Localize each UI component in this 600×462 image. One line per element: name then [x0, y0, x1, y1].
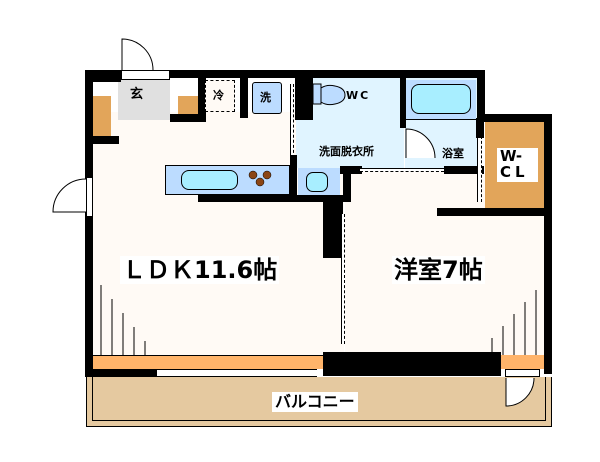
- closet-label-line1: W-: [497, 148, 538, 164]
- kitchen-sink: [181, 170, 238, 190]
- closet-door[interactable]: [477, 136, 482, 202]
- bathroom-door-swing[interactable]: [405, 128, 437, 160]
- window-sill-western: [501, 355, 544, 369]
- washroom-label: 洗面脱衣所: [319, 145, 374, 158]
- shoe-cabinet: [93, 96, 111, 136]
- closet-label-line2: CL: [497, 164, 538, 182]
- entrance-label: 玄: [130, 87, 144, 102]
- wall-bottom-left: [85, 369, 157, 377]
- wc-label: WC: [346, 89, 371, 102]
- wall-fridge-divider: [198, 78, 206, 122]
- entrance-door-swing[interactable]: [121, 38, 161, 72]
- sliding-door-western[interactable]: [360, 168, 444, 172]
- window-sill-ldk: [93, 355, 323, 369]
- wall-bottom-middle: [323, 352, 501, 376]
- wall-closet-bottom: [437, 208, 552, 216]
- balcony-inner-line: [92, 377, 546, 421]
- wall-kitchen-bottom: [198, 195, 348, 202]
- wall-top: [85, 70, 121, 82]
- side-door-frame: [86, 177, 93, 217]
- wall-washroom-bottom: [340, 166, 362, 174]
- balcony-door-frame: [505, 369, 540, 377]
- bathroom-label: 浴室: [442, 147, 464, 160]
- stove-burners-icon: [248, 170, 272, 187]
- washing-machine: [252, 82, 282, 114]
- wall-right: [544, 114, 552, 374]
- wall-partition-bottom: [343, 172, 351, 202]
- wall-fridge-right: [240, 78, 248, 118]
- storage-cabinet: [178, 96, 198, 114]
- balcony-sliding-window[interactable]: [157, 369, 317, 377]
- wall-left: [85, 70, 93, 375]
- washer-label: 洗: [260, 91, 271, 104]
- wall-partition: [323, 200, 343, 258]
- basin-bowl: [306, 172, 328, 192]
- sliding-door-washroom[interactable]: [290, 84, 294, 158]
- wall-top-right: [477, 70, 485, 118]
- curtain-lines-right: [491, 290, 537, 358]
- wall-closet-left: [476, 118, 484, 138]
- partition-sliding-door[interactable]: [341, 214, 345, 344]
- wall-closet-top: [477, 114, 552, 122]
- wall-bath-left: [400, 78, 406, 128]
- ldk-label: ＬＤＫ11.6帖: [120, 256, 280, 284]
- wall-wc: [295, 78, 313, 120]
- entrance-door-frame: [121, 70, 170, 80]
- curtain-lines: [100, 285, 146, 355]
- wall-top: [170, 70, 485, 78]
- toilet-icon: [312, 83, 346, 106]
- fridge-label: 冷: [213, 89, 224, 102]
- side-door-swing[interactable]: [52, 178, 88, 216]
- fridge-space: [205, 80, 235, 112]
- entrance-floor: [118, 80, 170, 120]
- wall-bath-bottom: [444, 166, 484, 174]
- wall-entrance-right: [170, 114, 200, 122]
- wall-entrance-left: [93, 136, 119, 144]
- western-room-label: 洋室7帖: [392, 256, 485, 284]
- bathtub: [411, 84, 471, 114]
- balcony-door-swing[interactable]: [505, 377, 539, 407]
- balcony-label: バルコニー: [272, 392, 358, 412]
- wall-kitchen-divider: [290, 155, 297, 202]
